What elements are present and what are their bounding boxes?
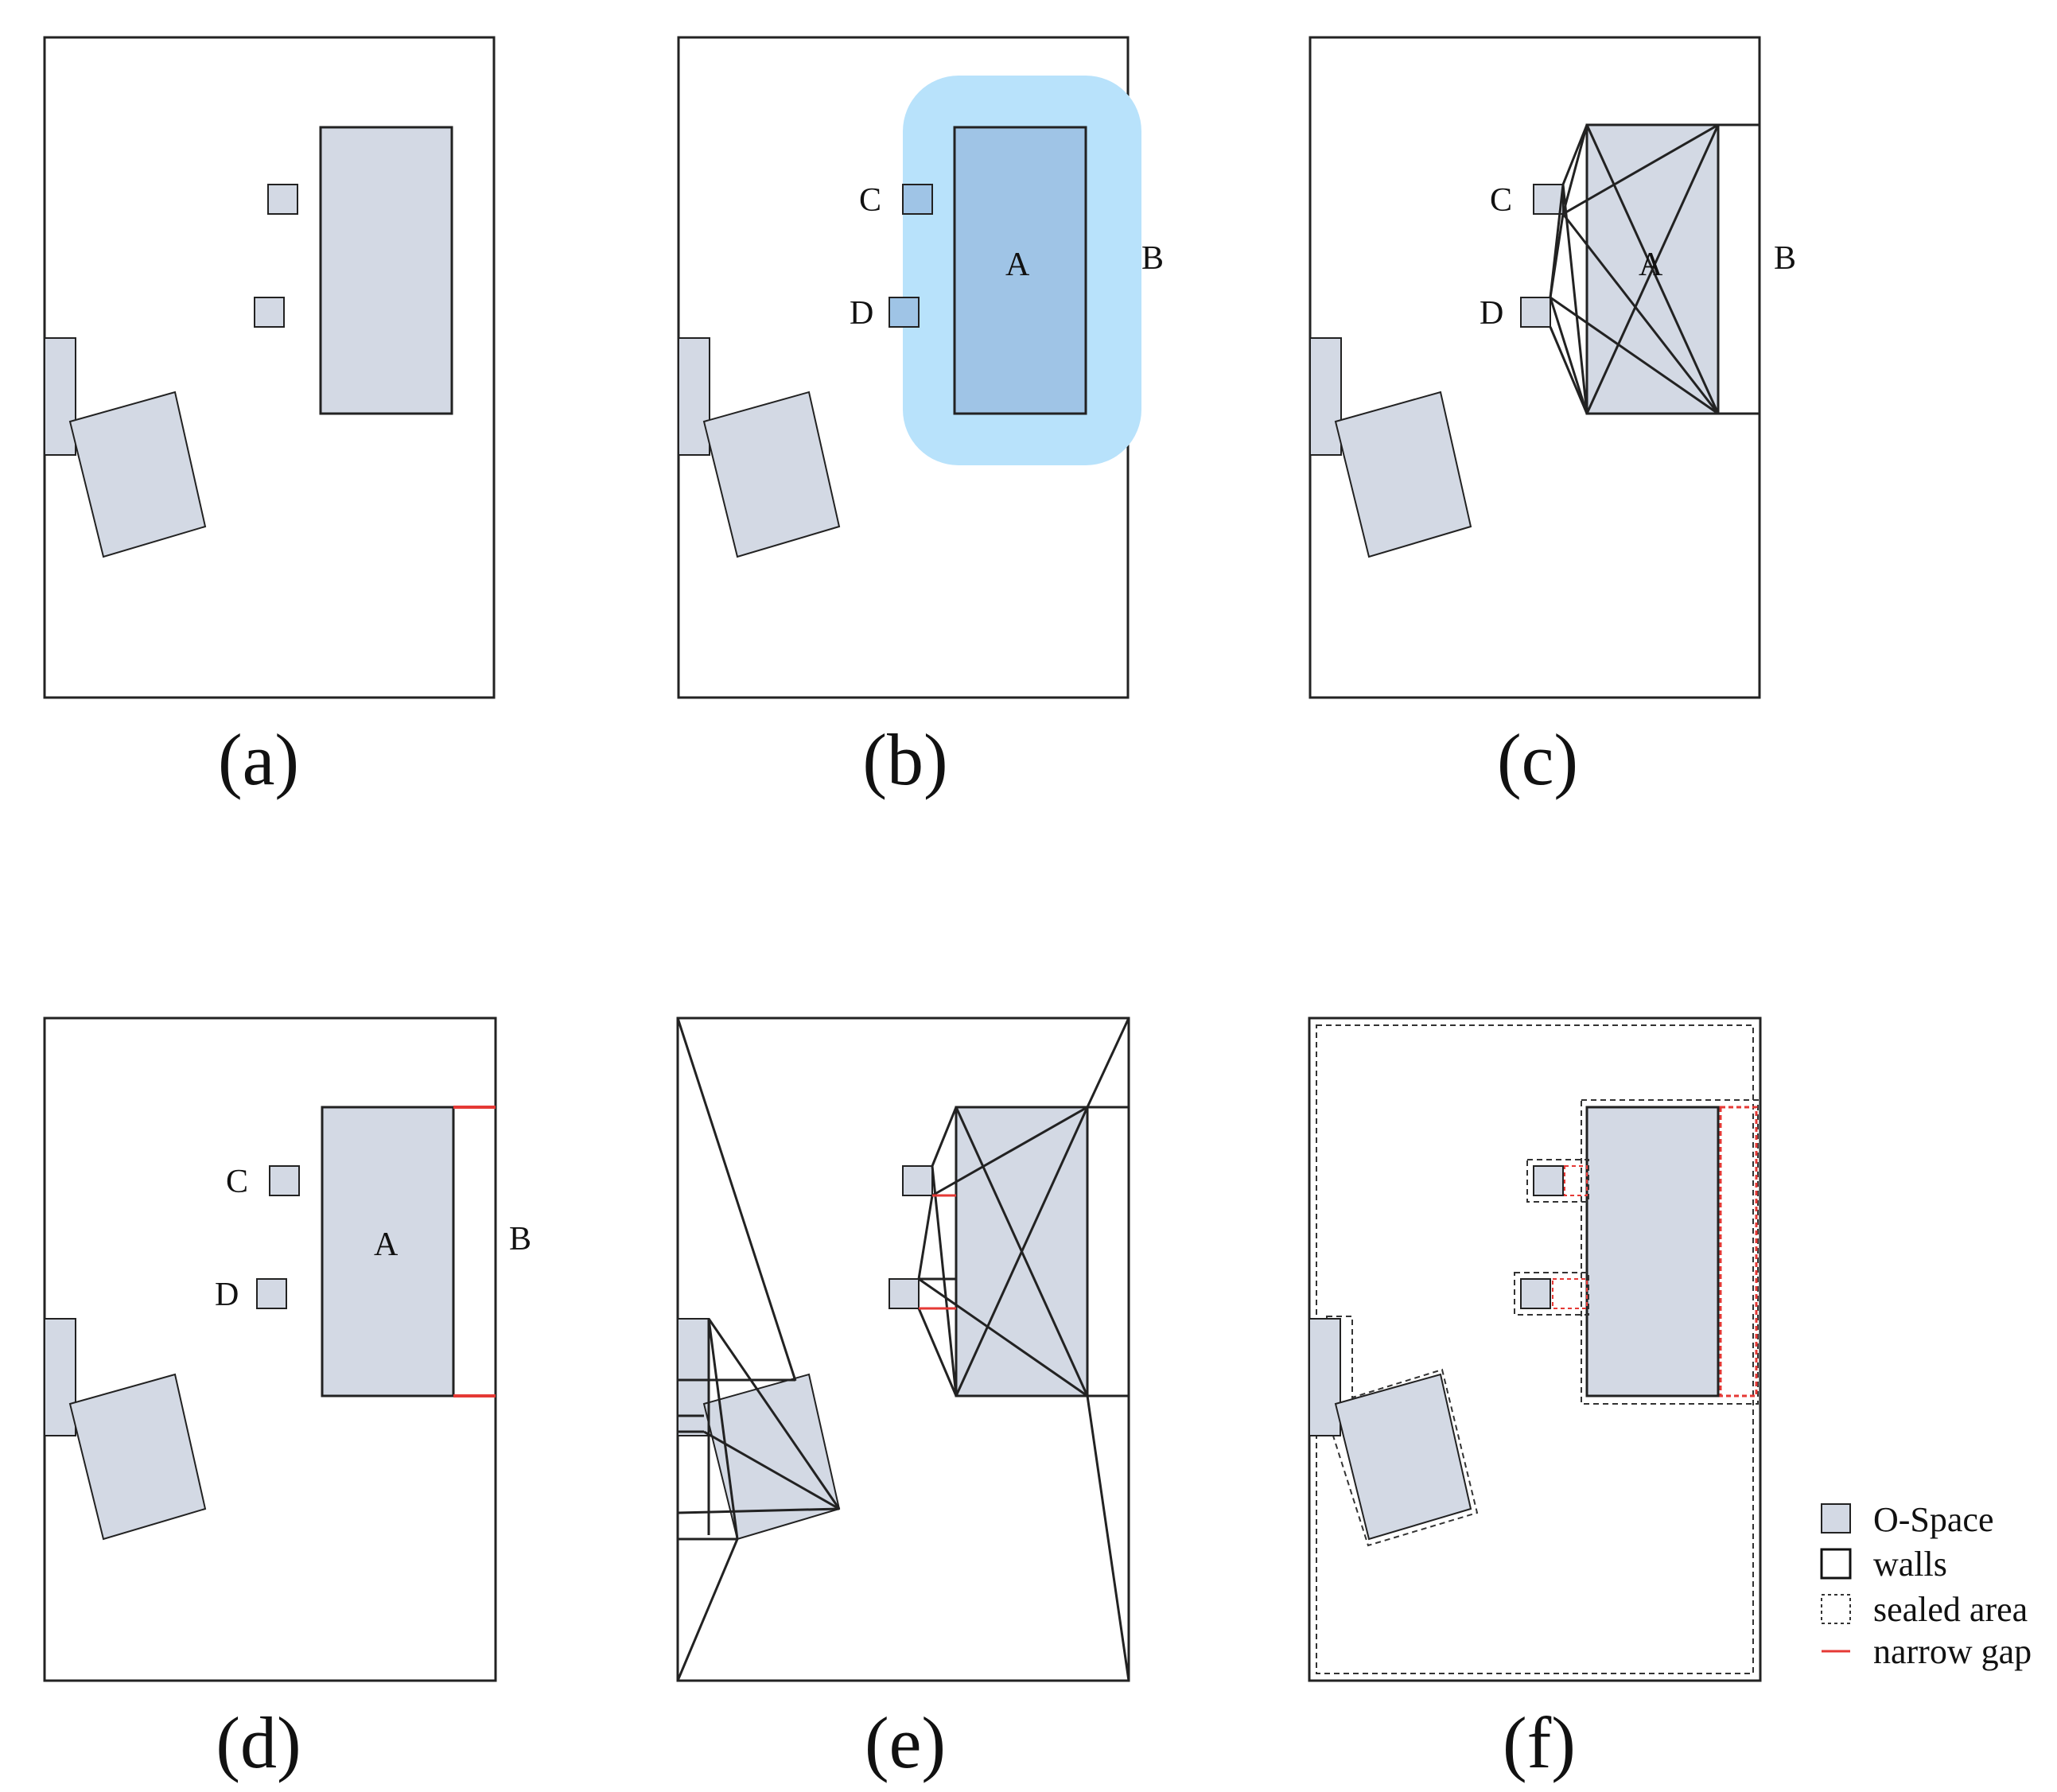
panel-f-rotated-box [1334,1373,1472,1541]
panel-f-gap-d [1552,1278,1588,1309]
panel-c: C D A B (c) [1308,36,1796,800]
panel-c-chair-c [1533,184,1564,215]
panel-a-chair-c [267,184,298,215]
panel-f-chair-c [1533,1165,1564,1196]
panel-d-label-c: C [226,1164,248,1200]
panel-b-chair-c [902,184,933,215]
legend-walls-label: walls [1873,1545,1947,1584]
panel-f-sealed-area-d [1514,1272,1589,1316]
panel-c-rotated-box [1334,391,1472,558]
panel-b-label-a: A [1005,247,1030,283]
panel-d-label-d: D [215,1277,239,1313]
panel-b: C D A B (b) [677,36,1164,800]
panel-b-rotated-box [702,391,841,558]
panel-b-wall-cabinet [678,337,710,456]
legend: O-Space walls sealed area narrow gap [1820,1500,2032,1671]
panel-d-label-a: A [374,1226,399,1263]
panel-d-chair-c [269,1165,300,1196]
panel-d-table-a [321,1106,455,1397]
panel-a: (a) [43,36,496,800]
panel-e-triangulation [676,1017,1130,1681]
panel-b-label-d: D [850,295,873,332]
panel-d: C D A B (d) [43,1017,531,1783]
panel-c-label-b: B [1774,240,1796,277]
panel-b-chair-d [889,297,920,328]
panel-f-gap-strip [1719,1106,1758,1397]
legend-sealed-swatch [1821,1594,1851,1624]
panel-c-chair-d [1520,297,1551,328]
panel-d-label-b: B [509,1221,531,1258]
panel-e-chair-d [889,1278,920,1309]
panel-a-wall-cabinet [44,337,76,456]
panel-f-table-a [1585,1106,1720,1397]
panel-e-caption: (e) [865,1702,946,1783]
legend-gap-label: narrow gap [1873,1632,2032,1671]
legend-sealed-label: sealed area [1873,1590,2028,1629]
panel-c-wall-cabinet [1309,337,1342,456]
panel-f-chair-d [1520,1278,1551,1309]
panel-b-table-a [953,126,1087,415]
panel-a-chair-d [254,297,285,328]
panel-e: (e) [676,1017,1130,1783]
panel-c-label-c: C [1490,182,1512,219]
panel-f: (f) [1308,1017,1762,1783]
panel-c-caption: (c) [1497,719,1578,800]
panel-b-label-b: B [1141,240,1164,277]
panel-d-wall-cabinet [44,1318,76,1436]
panel-b-label-c: C [859,182,881,219]
panel-d-caption: (d) [216,1702,301,1783]
panel-e-wall-cabinet [677,1318,710,1436]
legend-ospace-label: O-Space [1873,1500,1994,1539]
legend-ospace-swatch [1821,1503,1851,1534]
panel-f-gap-c [1564,1165,1588,1196]
panel-f-sealed-area-table [1581,1099,1759,1405]
legend-walls-swatch [1820,1548,1852,1580]
panel-a-rotated-box [68,391,207,558]
panel-f-wall-cabinet [1308,1318,1341,1436]
panel-f-sealed-area-c [1526,1159,1589,1203]
panel-e-chair-c [902,1165,933,1196]
panel-a-table-a [319,126,453,415]
panel-b-caption: (b) [862,719,947,800]
panel-c-triangulation [1549,123,1720,415]
panel-c-label-d: D [1480,295,1503,332]
panel-c-label-a: A [1639,247,1663,283]
panel-d-rotated-box [68,1373,207,1541]
panel-a-caption: (a) [218,719,299,800]
panel-f-caption: (f) [1503,1702,1576,1783]
panel-d-chair-d [256,1278,287,1309]
